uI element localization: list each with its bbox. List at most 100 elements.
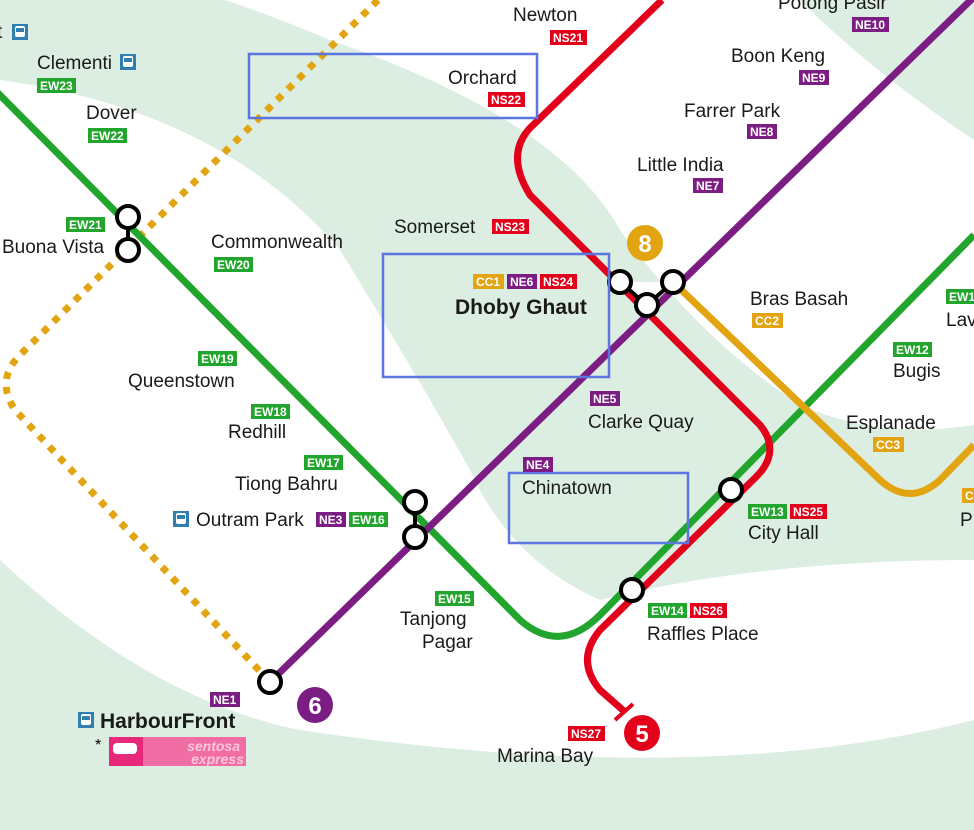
station-code-badge: EW13 [748,504,787,519]
station-name: Marina Bay [497,746,594,767]
interchange-city-hall[interactable] [718,477,744,503]
station-name: Buona Vista [2,237,105,258]
station-marina-bay[interactable]: Marina Bay NS27 [497,726,605,767]
station-code-badge: NS26 [690,603,727,618]
station-code: NE10 [855,18,885,32]
svg-text:sentosa: sentosa [187,738,240,754]
north-east-line [267,0,974,685]
station-code-badge: EW1 [946,289,974,304]
station-redhill[interactable]: Redhill EW18 [228,404,290,443]
station-name: Tanjong [400,609,467,630]
station-code: NS21 [553,31,583,45]
station-code-badge: NS24 [540,274,577,289]
station-name: Raffles Place [647,624,759,645]
station-name-line2: Pagar [422,632,473,653]
station-t[interactable]: t [0,22,28,43]
station-buona-vista[interactable]: Buona Vista EW21 [2,217,105,258]
station-code: NE3 [319,513,343,527]
interchange-buona-vista[interactable] [115,204,141,263]
east-west-line [0,90,974,640]
bus-interchange-icon [12,24,28,40]
station-name: Clementi [37,53,112,74]
station-code: NE9 [802,71,826,85]
station-code: NS24 [543,275,573,289]
station-code: CC1 [476,275,500,289]
station-name: Lav [946,310,974,331]
station-code: C [965,489,974,503]
station-name: Boon Keng [731,46,825,67]
station-code: EW14 [651,604,684,618]
station-clarke-quay[interactable]: Clarke Quay NE5 [588,391,694,433]
bus-interchange-icon [173,511,189,527]
circle-line [670,279,974,497]
route-number-8: 8 [627,225,663,261]
station-name: Clarke Quay [588,412,694,433]
station-code: NS27 [571,727,601,741]
station-code: NS23 [495,220,525,234]
station-code-badge: NS27 [568,726,605,741]
station-name: Little India [637,155,724,176]
station-code: NE7 [696,179,720,193]
station-code: EW15 [438,592,471,606]
interchange-harbourfront[interactable] [257,669,283,695]
svg-text:6: 6 [308,693,321,720]
station-code-badge: EW12 [893,342,932,357]
station-code: NE6 [510,275,534,289]
station-name: Redhill [228,422,286,443]
station-code-badge: NE5 [590,391,620,406]
station-p[interactable]: PC [960,488,974,531]
station-name: City Hall [748,523,819,544]
station-name: Newton [513,5,577,26]
station-name: Orchard [448,68,517,89]
station-lav[interactable]: Lav EW1 [946,289,974,331]
interchange-raffles-place[interactable] [619,577,645,603]
station-code: EW16 [352,513,385,527]
station-code-badge: EW20 [214,257,253,272]
station-raffles-place[interactable]: Raffles Place EW14 NS26 [647,603,759,645]
svg-text:8: 8 [638,231,651,258]
station-code-badge: NS25 [790,504,827,519]
white-region-north [225,0,974,430]
station-code: EW1 [949,290,974,304]
station-code: EW12 [896,343,929,357]
station-code: NS26 [693,604,723,618]
station-code-badge: NE3 [316,512,346,527]
station-code-badge: EW22 [88,128,127,143]
station-code-badge: EW14 [648,603,687,618]
station-code-badge: EW18 [251,404,290,419]
station-code-badge: NE10 [852,17,889,32]
interchange-outram-park[interactable] [402,489,428,550]
station-name: Commonwealth [211,232,343,253]
station-code-badge: NE9 [799,70,829,85]
interchange-dhoby-ghaut[interactable] [607,269,686,318]
station-code: NE4 [526,458,550,472]
station-code: EW21 [69,218,102,232]
station-name: HarbourFront [100,710,235,733]
station-code-badge: EW17 [304,455,343,470]
route-number-6: 6 [297,687,333,723]
sentosa-express-logo[interactable]: sentosa express [109,737,246,767]
station-code-badge: EW23 [37,78,76,93]
